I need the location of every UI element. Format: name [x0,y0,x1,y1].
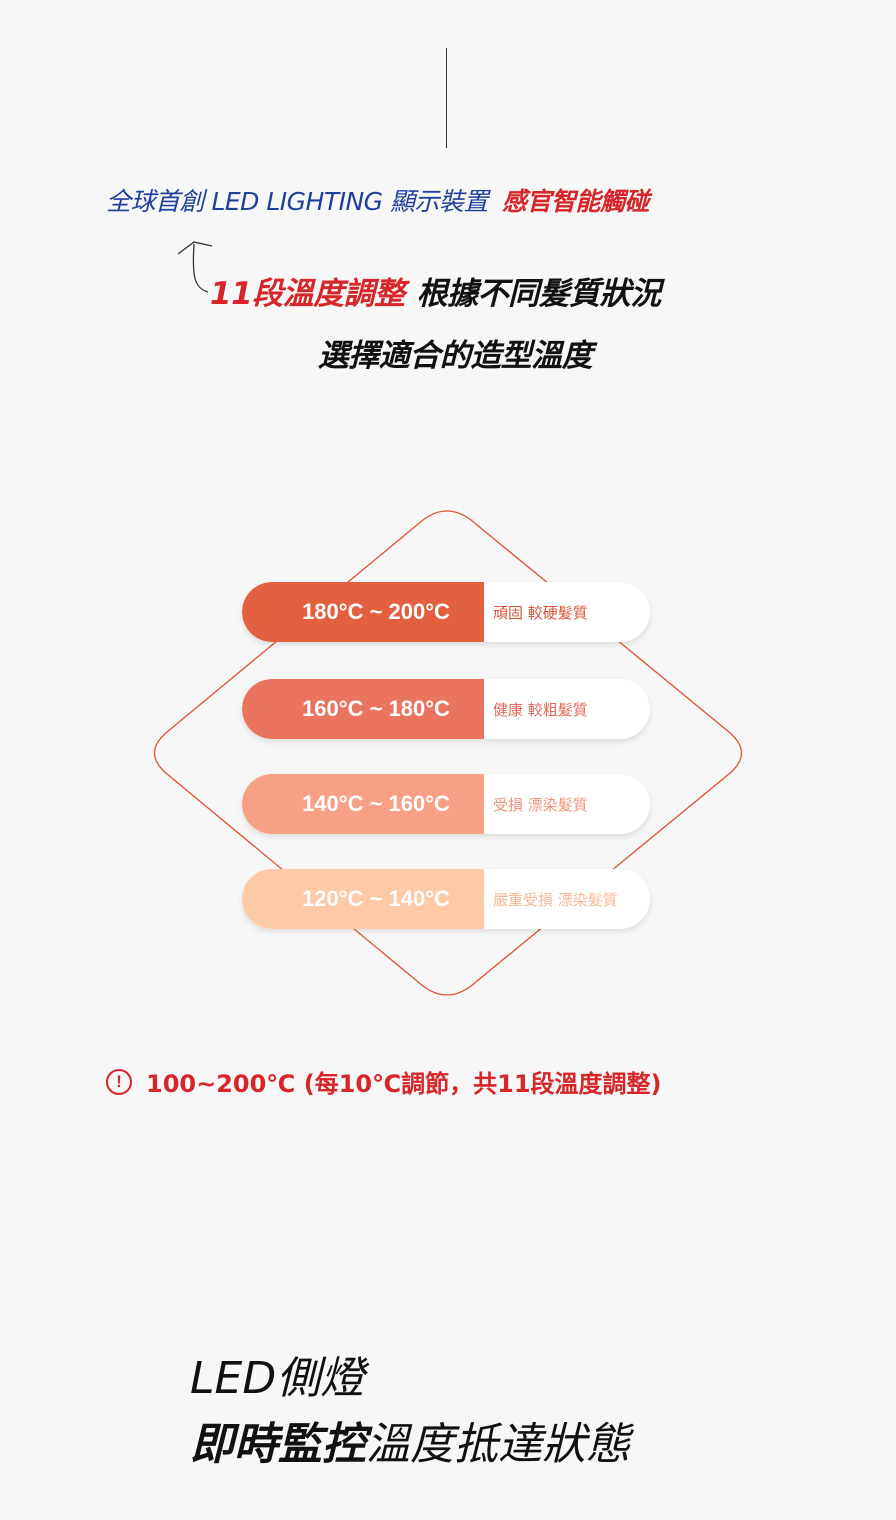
temperature-level: 160°C ~ 180°C 健康 較粗髮質 [242,679,650,739]
led-feature-title: LED側燈 即時監控溫度抵達狀態 [190,1346,630,1478]
feature-line-1: 11段溫度調整根據不同髮質狀況 [210,268,661,313]
temperature-range: 160°C ~ 180°C [242,679,484,739]
intro-headline: 全球首創 LED LIGHTING 顯示裝置感官智能觸碰 [106,182,650,218]
divider-line [446,48,447,148]
hair-type-label: 健康 較粗髮質 [493,700,588,719]
feature-highlight: 11段溫度調整 [210,276,405,312]
curved-arrow-icon [177,241,213,293]
led-title-line-1: LED側燈 [190,1353,365,1404]
temperature-level: 140°C ~ 160°C 受損 漂染髮質 [242,774,650,834]
temperature-range: 120°C ~ 140°C [242,869,484,929]
feature-line-2: 選擇適合的造型溫度 [317,338,593,374]
exclamation-circle-icon: ! [106,1068,132,1095]
led-title-rest: 溫度抵達狀態 [366,1419,630,1470]
intro-blue-text: 全球首創 LED LIGHTING 顯示裝置 [106,187,489,216]
led-title-bold: 即時監控 [190,1419,366,1470]
temperature-note: ! 100~200℃ (每10℃調節，共11段溫度調整) [106,1064,662,1099]
led-title-line-2: 即時監控溫度抵達狀態 [190,1412,630,1478]
temperature-range: 180°C ~ 200°C [242,582,484,642]
intro-red-text: 感官智能觸碰 [502,187,650,216]
temperature-range: 140°C ~ 160°C [242,774,484,834]
hair-type-label: 受損 漂染髮質 [493,795,588,814]
temperature-level: 180°C ~ 200°C 頑固 較硬髮質 [242,582,650,642]
hair-type-label: 頑固 較硬髮質 [493,603,588,622]
feature-rest: 根據不同髮質狀況 [416,276,662,312]
note-text: 100~200℃ (每10℃調節，共11段溫度調整) [146,1070,662,1098]
hair-type-label: 嚴重受損 漂染髮質 [493,890,618,909]
temperature-level: 120°C ~ 140°C 嚴重受損 漂染髮質 [242,869,650,929]
diamond-outline [153,510,743,996]
